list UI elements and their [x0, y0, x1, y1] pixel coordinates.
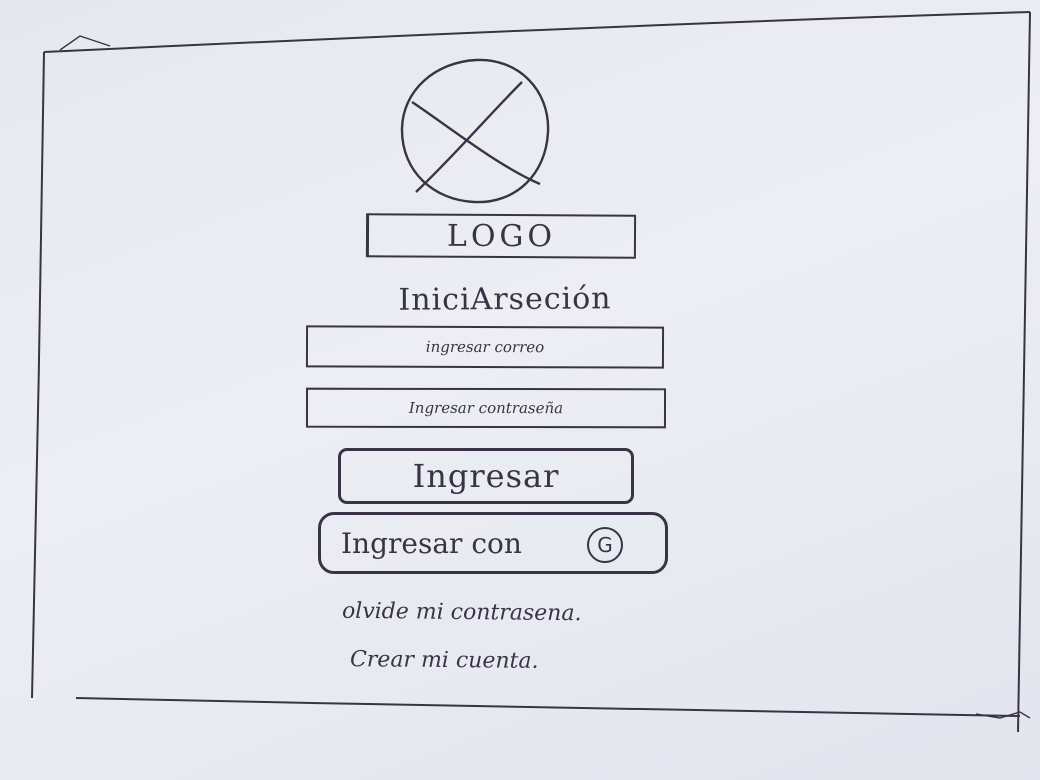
logo-label-box: LOGO [365, 213, 637, 259]
google-icon: G [587, 527, 623, 563]
google-login-button[interactable]: Ingresar con G [318, 512, 668, 574]
login-button-label: Ingresar [412, 457, 560, 495]
login-button[interactable]: Ingresar [338, 448, 634, 504]
logo-text: LOGO [446, 218, 557, 254]
page-title: IniciArseción [398, 281, 612, 318]
email-field[interactable] [305, 325, 665, 369]
forgot-password-link[interactable]: olvide mi contrasena. [341, 598, 582, 627]
create-account-link[interactable]: Crear mi cuenta. [349, 647, 539, 674]
password-field[interactable] [305, 387, 667, 429]
google-login-label: Ingresar con [341, 526, 522, 560]
image-placeholder-icon [400, 58, 550, 204]
